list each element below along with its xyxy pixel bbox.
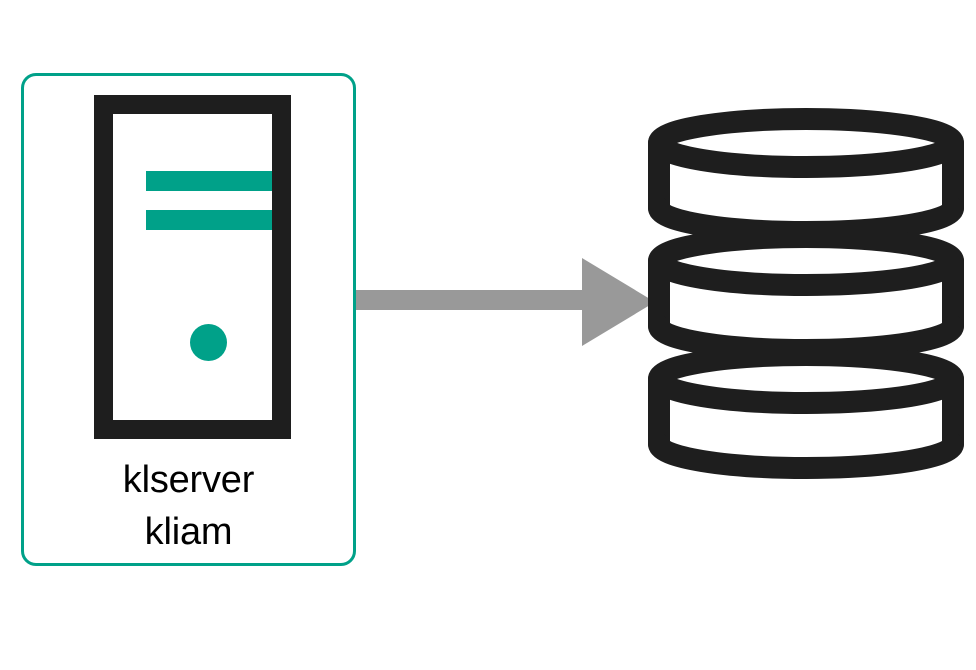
server-node-label-line-2: kliam bbox=[144, 511, 233, 553]
server-to-database-arrow[interactable] bbox=[352, 252, 662, 352]
database-node[interactable] bbox=[648, 108, 964, 488]
server-vent-bar-1 bbox=[146, 171, 272, 191]
server-tower-icon bbox=[94, 95, 291, 439]
server-node-card[interactable]: klserver kliam bbox=[21, 73, 356, 566]
server-node-label-line-1: klserver bbox=[122, 459, 255, 501]
database-icon bbox=[648, 108, 964, 479]
server-node-label: klserver kliam bbox=[24, 454, 353, 558]
server-vent-bar-2 bbox=[146, 210, 272, 230]
arrow-right-icon bbox=[356, 258, 655, 346]
server-power-led-icon bbox=[190, 324, 227, 361]
